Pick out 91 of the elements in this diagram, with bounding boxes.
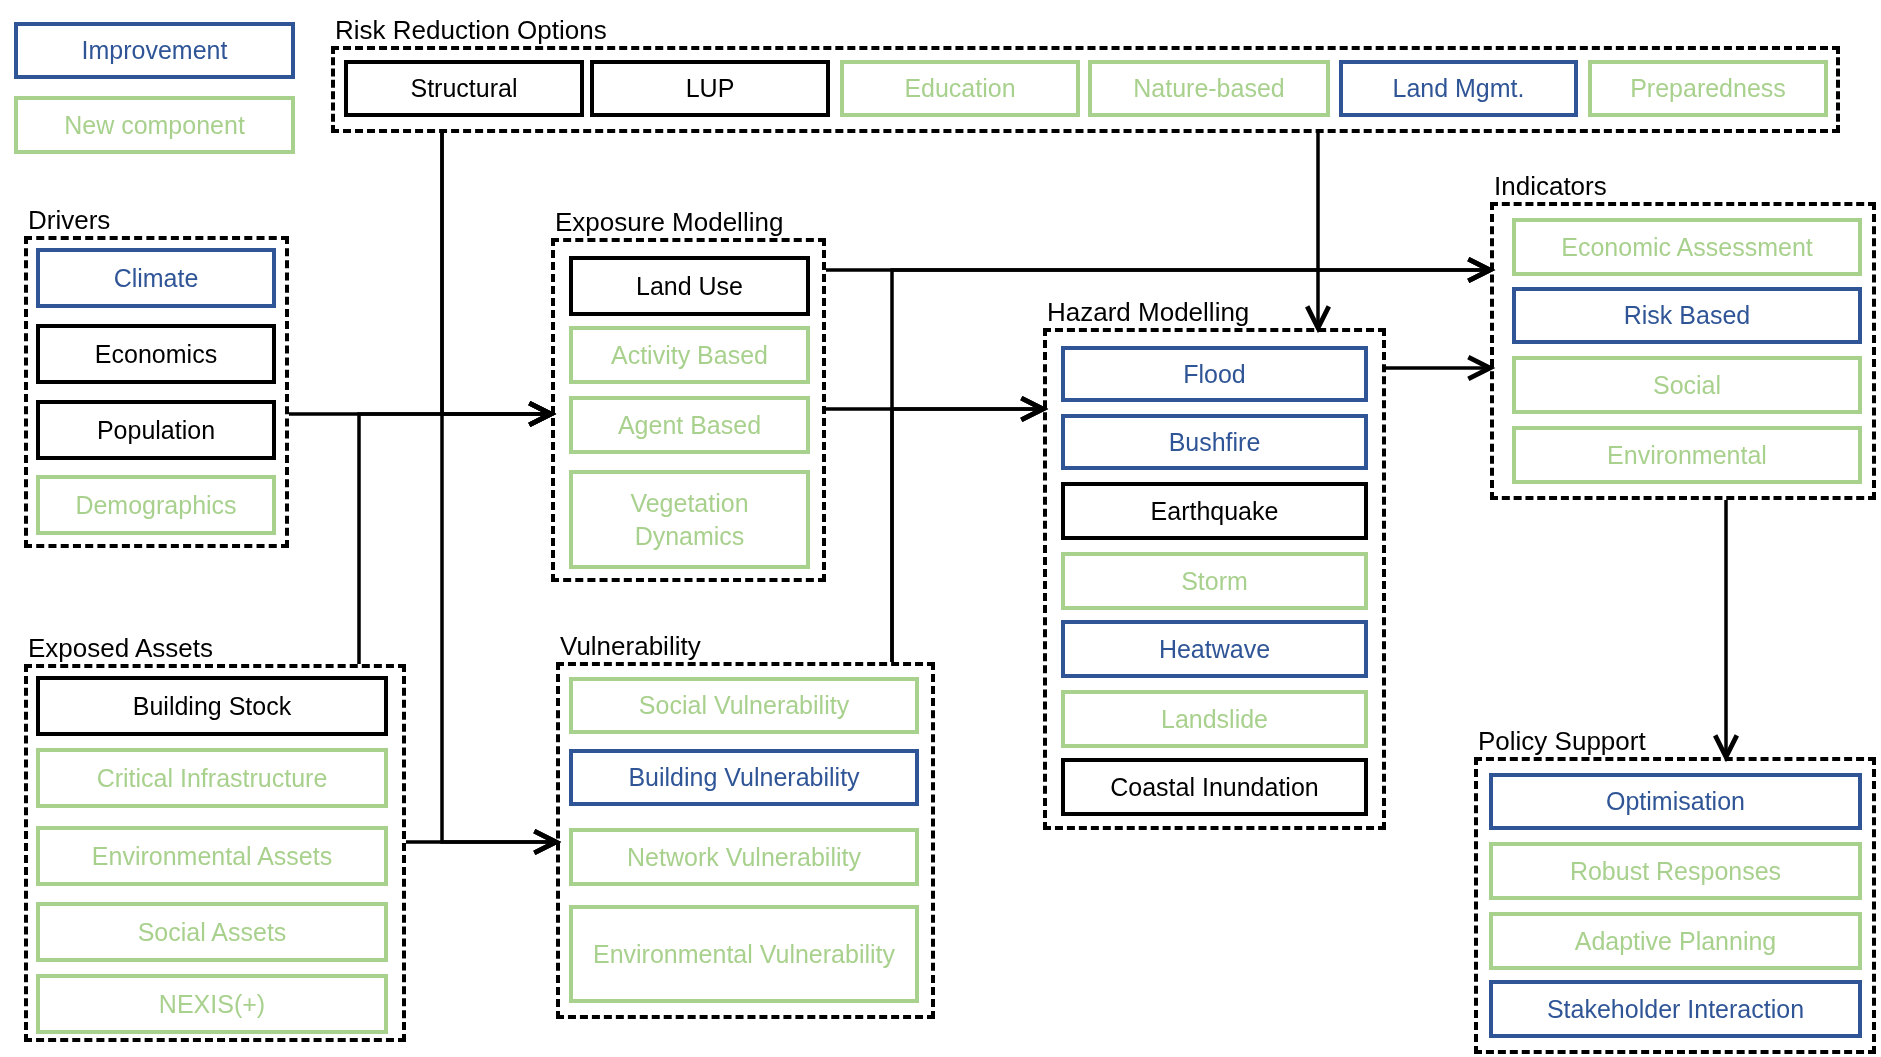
component-box: [569, 470, 810, 569]
component-label: Stakeholder Interaction: [1546, 993, 1805, 1025]
component-label: Bushfire: [1168, 426, 1261, 458]
component-box: [36, 748, 388, 808]
component-label: Storm: [1181, 565, 1248, 597]
component-label: Robust Responses: [1569, 855, 1782, 887]
component-box: [569, 256, 810, 316]
component-box: [1489, 842, 1862, 900]
component-box: [1489, 980, 1862, 1038]
legend-key: Improvement: [14, 22, 295, 79]
component-box: [1339, 60, 1578, 117]
component-box: [1512, 218, 1862, 276]
component-label: Social Assets: [137, 916, 287, 948]
component-box: [1061, 690, 1368, 748]
component-label: Preparedness: [1630, 73, 1786, 105]
component-label: Land Mgmt.: [1392, 73, 1525, 105]
component-box: [569, 749, 919, 806]
component-box: [1088, 60, 1330, 117]
connector-arrow: [1386, 354, 1493, 382]
component-label: Building Vulnerability: [628, 762, 860, 794]
connector-arrow: [406, 828, 559, 856]
connector-arrow: [890, 395, 1046, 662]
group-heading: Hazard Modelling: [1047, 297, 1250, 328]
group-heading: Vulnerability: [560, 631, 701, 662]
component-label: Land Use: [636, 270, 743, 302]
component-label: Network Vulnerability: [627, 841, 861, 873]
component-box: [36, 676, 388, 736]
component-label: Activity Based: [611, 339, 768, 371]
connector-arrow: [1304, 133, 1332, 331]
component-label: Agent Based: [617, 409, 762, 441]
component-box: [1512, 356, 1862, 414]
component-box: [36, 324, 276, 384]
component-box: [569, 396, 810, 454]
group-heading: Drivers: [28, 205, 111, 236]
group-heading: Exposed Assets: [28, 633, 213, 664]
component-label: LUP: [685, 73, 735, 105]
component-box: [1061, 346, 1368, 402]
component-box: [1061, 482, 1368, 540]
component-label: Demographics: [75, 489, 237, 521]
component-label: Adaptive Planning: [1574, 925, 1777, 957]
component-box: [1489, 912, 1862, 970]
component-box: [1512, 426, 1862, 484]
component-label: Landslide: [1161, 703, 1268, 735]
group-heading: Exposure Modelling: [555, 207, 784, 238]
component-box: [1588, 60, 1828, 117]
component-label: Environmental Assets: [91, 840, 333, 872]
component-label: Economics: [94, 338, 218, 370]
component-box: [569, 828, 919, 886]
component-label: Flood: [1183, 358, 1246, 390]
component-label: Environmental Vulnerability: [593, 938, 895, 970]
component-box: [1512, 287, 1862, 344]
component-box: [1061, 620, 1368, 678]
component-box: [36, 400, 276, 460]
component-label: Vegetation Dynamics: [629, 488, 750, 552]
component-label: Coastal Inundation: [1110, 771, 1319, 803]
component-label: Environmental: [1607, 439, 1767, 471]
component-label: Building Stock: [132, 690, 292, 722]
component-label: Critical Infrastructure: [96, 762, 328, 794]
component-box: [569, 326, 810, 384]
component-label: Population: [96, 414, 216, 446]
component-box: [590, 60, 830, 117]
component-box: [569, 677, 919, 734]
component-box: [840, 60, 1080, 117]
component-label: Structural: [410, 73, 518, 105]
component-box: [36, 475, 276, 535]
component-label: Heatwave: [1158, 633, 1271, 665]
component-label: Education: [904, 73, 1016, 105]
component-box: [1489, 773, 1862, 830]
component-box: [36, 974, 388, 1034]
component-box: [1061, 414, 1368, 470]
legend-key: New component: [14, 96, 295, 154]
connector-arrow: [1712, 500, 1740, 760]
component-label: Social: [1652, 369, 1722, 401]
component-label: Optimisation: [1606, 786, 1745, 818]
component-box: [36, 826, 388, 886]
group-heading: Policy Support: [1478, 726, 1646, 757]
component-label: Social Vulnerability: [638, 690, 850, 722]
group-heading: Indicators: [1494, 171, 1607, 202]
component-box: [36, 902, 388, 962]
component-label: Nature-based: [1133, 73, 1285, 105]
component-label: Earthquake: [1150, 495, 1279, 527]
component-box: [344, 60, 584, 117]
component-box: [1061, 552, 1368, 610]
component-label: Climate: [113, 262, 199, 294]
component-box: [36, 248, 276, 308]
component-label: Risk Based: [1623, 300, 1751, 332]
group-heading: Risk Reduction Options: [335, 15, 607, 46]
component-box: [1061, 758, 1368, 816]
component-label: NEXIS(+): [158, 988, 266, 1020]
component-box: [569, 905, 919, 1003]
component-label: Economic Assessment: [1561, 231, 1813, 263]
